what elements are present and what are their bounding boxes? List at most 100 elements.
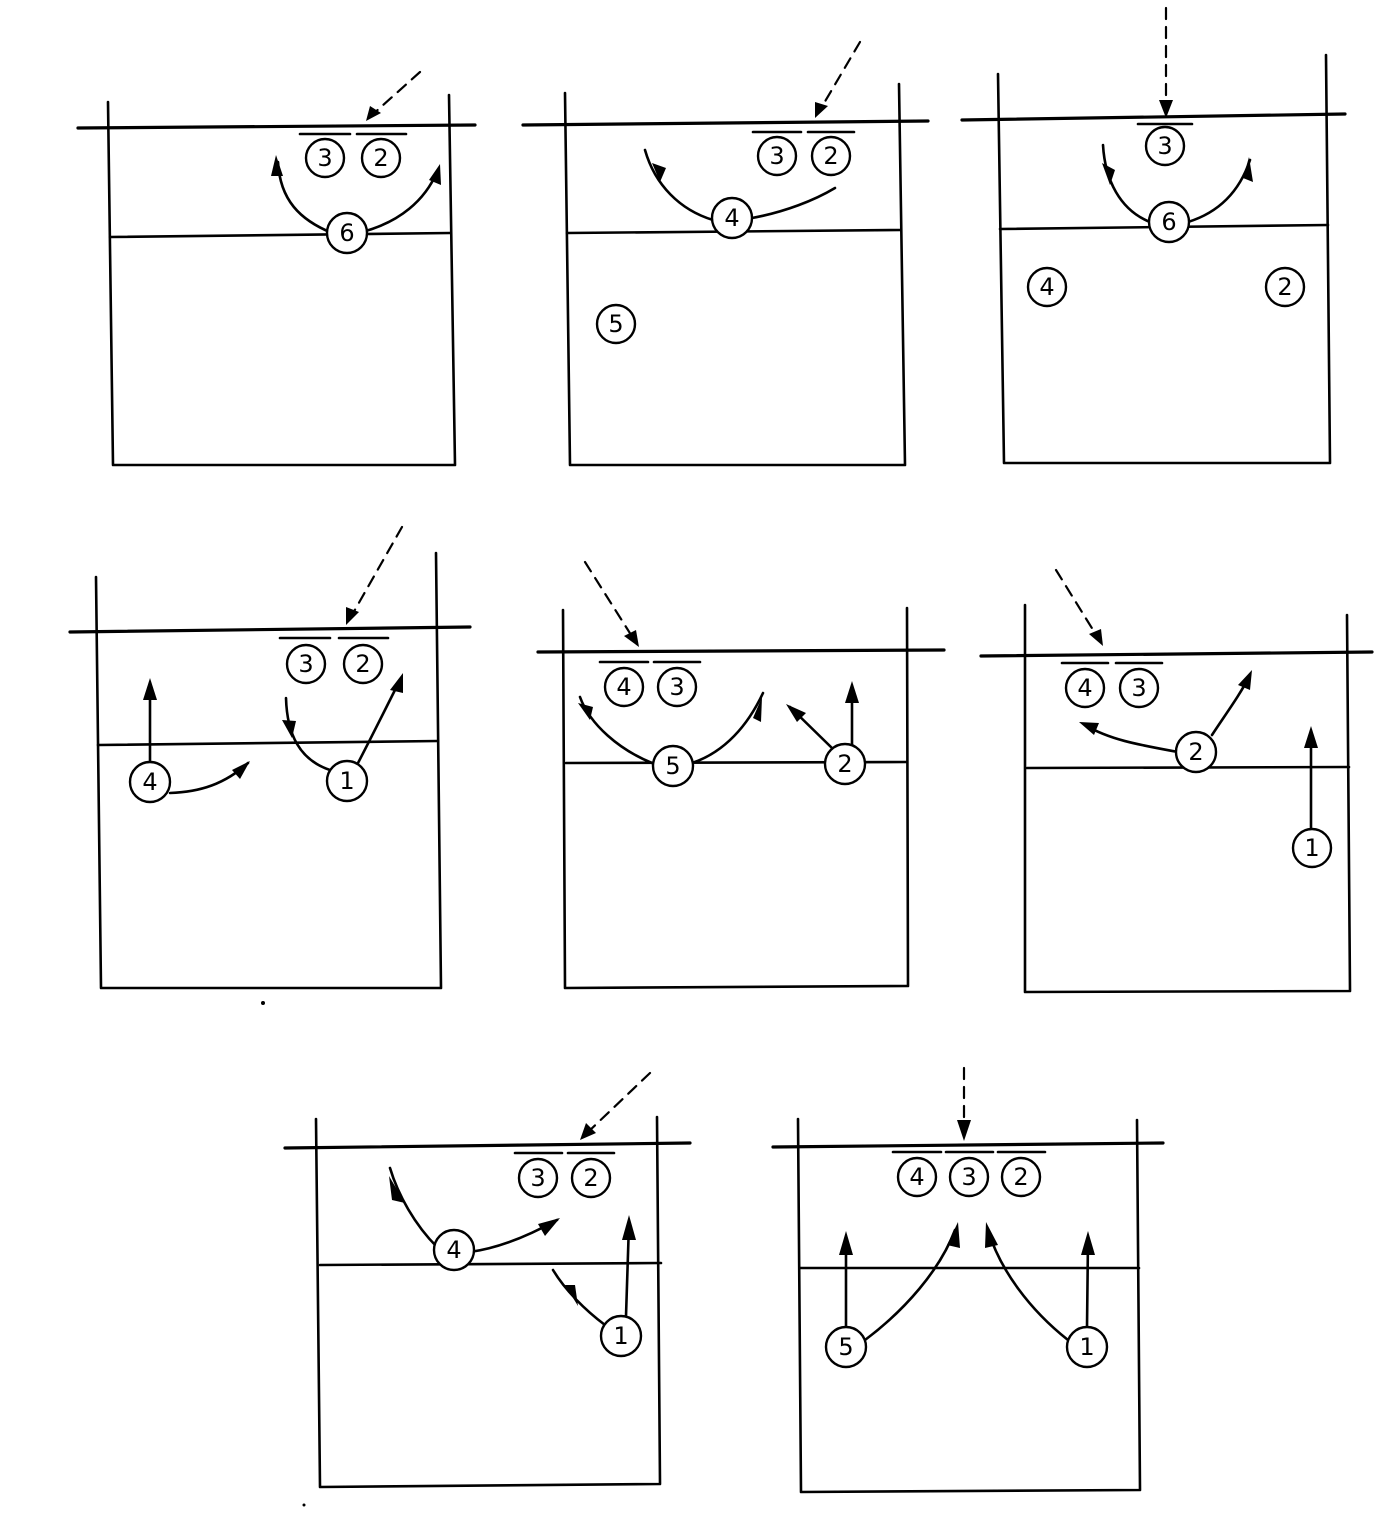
arrow-head-icon — [143, 678, 157, 700]
arrow-head-icon — [799, 197, 818, 208]
blocker-marker: 3 — [513, 1151, 564, 1199]
blocker-marker: 2 — [566, 1151, 616, 1199]
movement-arrow — [1101, 143, 1152, 224]
svg-text:4: 4 — [616, 673, 631, 701]
svg-text:2: 2 — [355, 650, 370, 678]
blocker-marker: 2 — [355, 132, 408, 179]
svg-text:2: 2 — [1013, 1163, 1028, 1191]
arrow-head-icon — [390, 673, 403, 693]
ball-trajectory — [818, 40, 862, 112]
arrow-head-icon — [786, 704, 806, 722]
player-marker: 2 — [823, 742, 867, 786]
ball-arrow-icon — [366, 106, 381, 121]
ball-trajectory — [586, 1071, 652, 1134]
net-line — [771, 1141, 1165, 1149]
blocker-marker: 2 — [337, 636, 390, 685]
player-marker: 4 — [710, 196, 754, 240]
scan-speck — [302, 1503, 306, 1507]
blocker-marker: 3 — [944, 1150, 995, 1198]
court-diagram-4: 3 2 4 1 — [68, 525, 472, 990]
court-diagram-8: 4 3 2 5 1 — [771, 1066, 1165, 1494]
arrow-head-icon — [1238, 670, 1252, 690]
svg-text:2: 2 — [373, 144, 388, 172]
ball-arrow-icon — [1159, 100, 1173, 118]
svg-text:2: 2 — [823, 142, 838, 170]
movement-arrow — [986, 1228, 1070, 1342]
arrow-head-icon — [578, 703, 593, 720]
arrow-head-icon — [538, 1218, 560, 1236]
movement-arrow — [551, 1268, 607, 1327]
ball-arrow-icon — [346, 607, 359, 625]
arrow-head-icon — [271, 155, 283, 176]
arrow-head-icon — [985, 1222, 998, 1248]
svg-text:5: 5 — [665, 752, 680, 780]
movement-arrow — [168, 761, 250, 795]
court-diagram-1: 3 2 6 — [76, 70, 477, 467]
movement-arrow — [284, 696, 332, 772]
svg-text:1: 1 — [339, 767, 354, 795]
player-marker: 1 — [325, 759, 369, 803]
movement-arrow — [360, 170, 439, 234]
ball-trajectory — [1054, 568, 1100, 640]
arrow-head-icon — [947, 1222, 960, 1248]
arrow-head-icon — [1102, 163, 1115, 185]
net-line — [960, 112, 1347, 122]
arrow-head-icon — [389, 1176, 405, 1203]
court-diagram-7: 3 2 4 1 — [283, 1071, 692, 1489]
svg-text:6: 6 — [1161, 208, 1176, 236]
svg-text:4: 4 — [1039, 273, 1054, 301]
blocker-marker: 4 — [1060, 661, 1110, 709]
blocker-marker: 4 — [891, 1150, 943, 1198]
net-line — [68, 625, 472, 634]
svg-text:2: 2 — [1277, 273, 1292, 301]
court-diagram-3: 3 6 4 2 — [960, 6, 1347, 465]
svg-text:3: 3 — [1157, 132, 1172, 160]
player-marker: 2 — [1174, 730, 1218, 774]
svg-text:2: 2 — [1188, 738, 1203, 766]
arrow-head-icon — [845, 681, 859, 703]
player-marker: 4 — [1026, 266, 1068, 308]
movement-arrow — [863, 1228, 957, 1342]
blocker-marker: 3 — [278, 636, 332, 685]
court-outline — [106, 93, 457, 467]
svg-text:3: 3 — [669, 673, 684, 701]
movement-arrow — [388, 1166, 439, 1249]
player-marker: 4 — [128, 760, 172, 804]
arrow-head-icon — [282, 720, 296, 738]
net-line — [521, 119, 930, 127]
court-diagram-2: 3 2 4 5 — [521, 40, 930, 467]
movement-arrow — [690, 691, 765, 765]
court-outline — [996, 53, 1332, 465]
player-marker: 4 — [432, 1228, 476, 1272]
blocker-marker: 3 — [298, 132, 352, 179]
blocker-marker: 3 — [751, 130, 803, 177]
movement-arrow — [750, 186, 837, 220]
svg-text:6: 6 — [339, 219, 354, 247]
net-line — [979, 650, 1374, 658]
player-marker: 5 — [824, 1325, 868, 1369]
arrow-head-icon — [1079, 722, 1099, 735]
arrow-head-icon — [565, 1285, 578, 1306]
attack-line — [318, 1261, 663, 1267]
player-marker: 6 — [325, 211, 369, 255]
svg-text:3: 3 — [530, 1164, 545, 1192]
svg-text:2: 2 — [837, 750, 852, 778]
attack-line — [108, 231, 452, 239]
svg-text:3: 3 — [961, 1163, 976, 1191]
court-outline — [314, 1115, 662, 1489]
ball-arrow-icon — [957, 1120, 971, 1141]
arrow-head-icon — [1081, 1231, 1095, 1255]
player-marker: 6 — [1147, 200, 1191, 244]
blocker-marker: 2 — [806, 130, 856, 177]
court-outline — [1023, 603, 1352, 994]
player-marker: 1 — [1065, 1325, 1109, 1369]
svg-text:4: 4 — [446, 1236, 461, 1264]
net-line — [76, 123, 477, 130]
svg-text:2: 2 — [583, 1164, 598, 1192]
net-line — [283, 1141, 692, 1150]
svg-text:3: 3 — [317, 144, 332, 172]
court-diagram-6: 4 3 2 1 — [979, 568, 1374, 994]
svg-text:3: 3 — [1131, 674, 1146, 702]
arrow-head-icon — [429, 164, 441, 185]
arrow-head-icon — [839, 1231, 853, 1255]
